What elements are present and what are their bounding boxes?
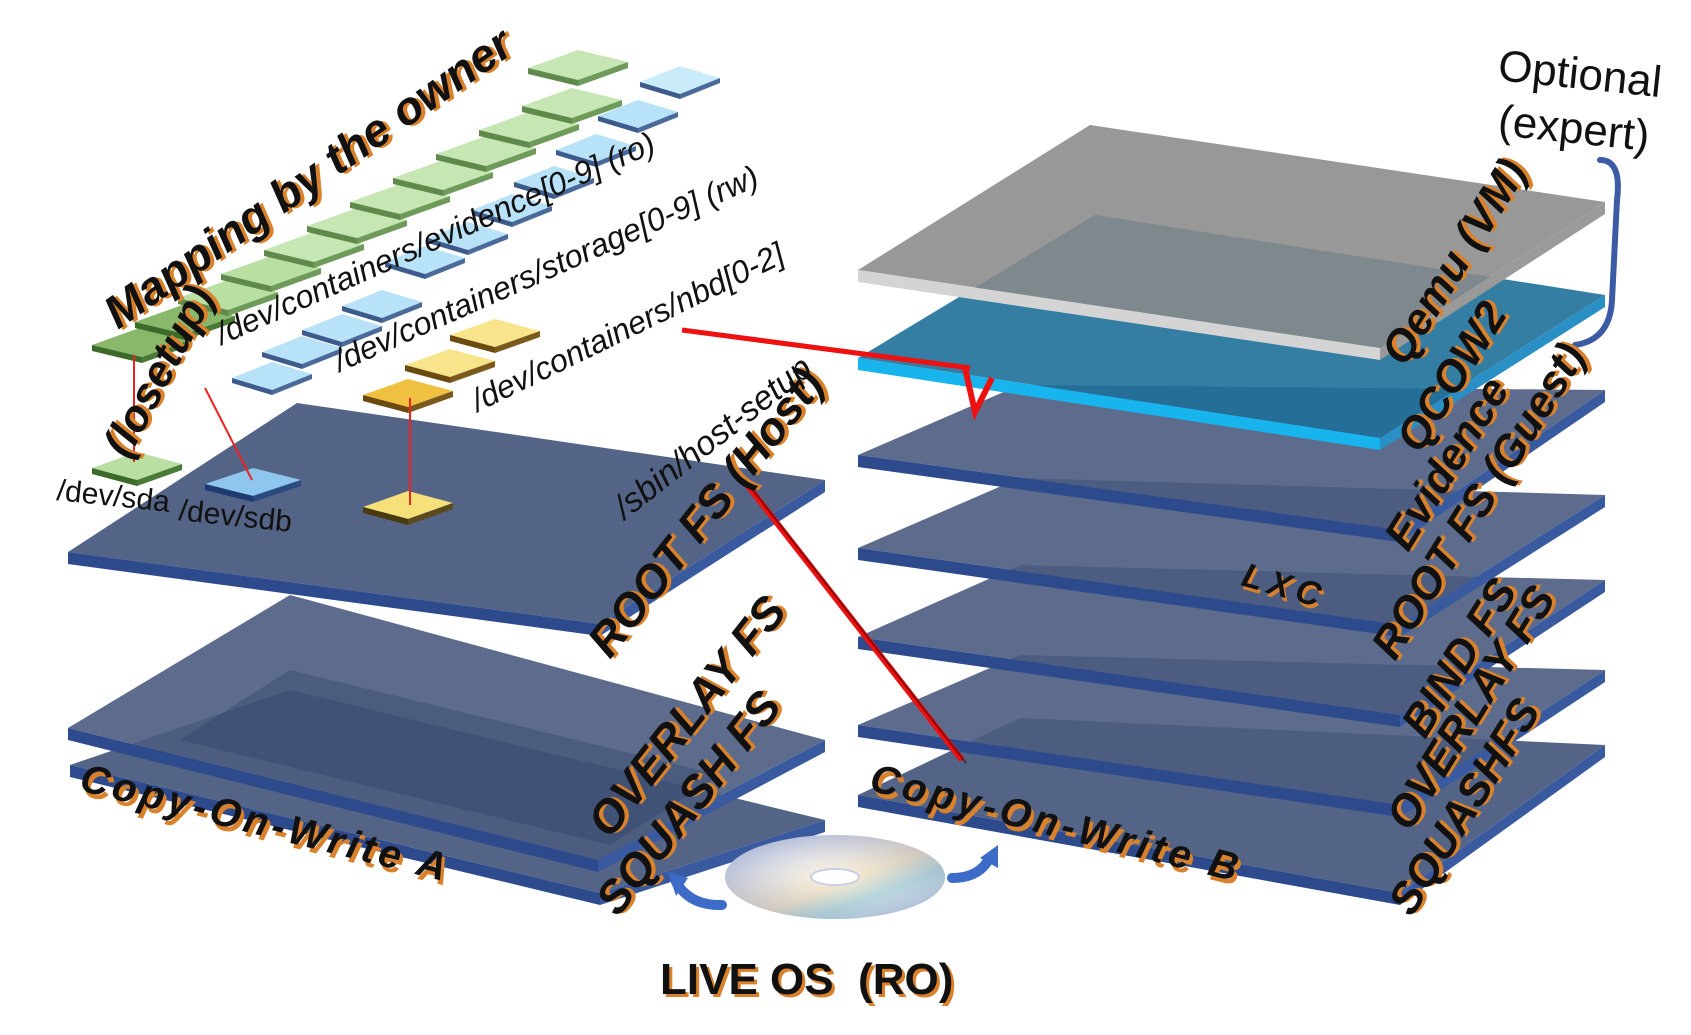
svg-text:LIVE OS (RO): LIVE OS (RO)	[663, 958, 956, 1007]
layer-a-root	[68, 403, 825, 636]
cd-arrow-right-head	[980, 845, 998, 868]
device-sda-label: /dev/sda	[55, 474, 172, 519]
yellow-block-row	[363, 319, 540, 413]
arrow-to-qcow-line	[681, 327, 971, 371]
svg-text:LIVE OS (RO): LIVE OS (RO)	[660, 955, 953, 1004]
stack-b	[858, 125, 1621, 905]
optional-bracket-icon	[1572, 157, 1621, 348]
layer-a-overlay	[68, 595, 825, 872]
layer-b-qemu	[858, 125, 1605, 360]
device-block-nbd	[363, 491, 453, 525]
map-line-sdb	[204, 387, 253, 481]
blue-block-row	[232, 66, 720, 395]
cd-arrow-left-head	[668, 872, 688, 896]
device-block-sda	[92, 452, 182, 486]
cd-hole	[810, 868, 860, 886]
optional-label: Optional	[1496, 41, 1664, 107]
device-block-sdb	[205, 468, 301, 502]
live-cd	[668, 835, 998, 919]
stack-a	[68, 403, 825, 905]
arrow-to-squash-shadow	[733, 465, 967, 764]
live-os-label: LIVE OS (RO) LIVE OS (RO)	[660, 955, 956, 1007]
host-setup-arrows	[681, 327, 995, 764]
expert-label: (expert)	[1496, 96, 1652, 161]
arrow-to-qcow-head-icon	[962, 367, 995, 421]
green-block-row	[92, 50, 628, 363]
mapping-blocks	[92, 50, 720, 525]
arrow-to-squash-line	[727, 461, 965, 762]
